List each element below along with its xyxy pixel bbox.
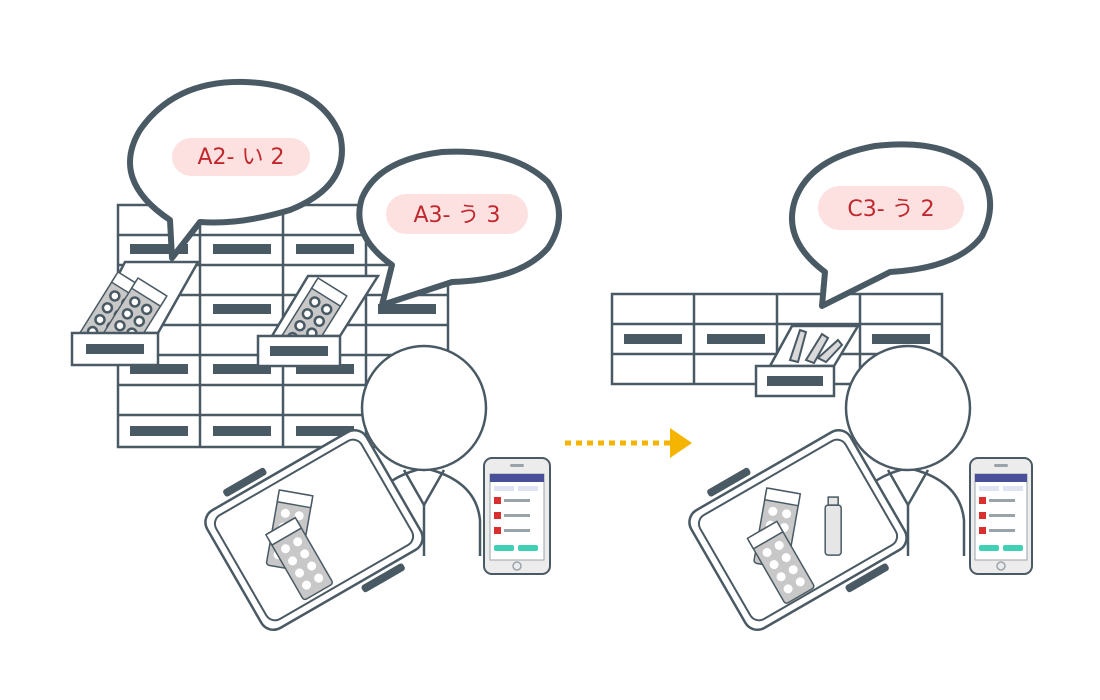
open-drawer-c3 [754, 324, 861, 398]
right-drawer-labels [624, 334, 930, 344]
left-medicine-tray [204, 428, 424, 632]
flow-arrow [565, 428, 692, 458]
speech-bubble-a2: A2- い 2 [127, 78, 345, 261]
location-code-a3: A3- う 3 [414, 203, 501, 228]
left-smartphone [483, 457, 551, 575]
location-code-c3: C3- う 2 [847, 197, 934, 222]
location-code-a2: A2- い 2 [198, 145, 285, 170]
left-drawer-labels [130, 244, 436, 436]
right-medicine-tray [688, 428, 908, 632]
open-drawer-a3 [256, 274, 381, 368]
speech-bubble-c3: C3- う 2 [789, 141, 994, 309]
right-smartphone [969, 457, 1033, 575]
open-drawer-a2 [70, 260, 201, 367]
speech-bubble-a3: A3- う 3 [356, 148, 562, 308]
